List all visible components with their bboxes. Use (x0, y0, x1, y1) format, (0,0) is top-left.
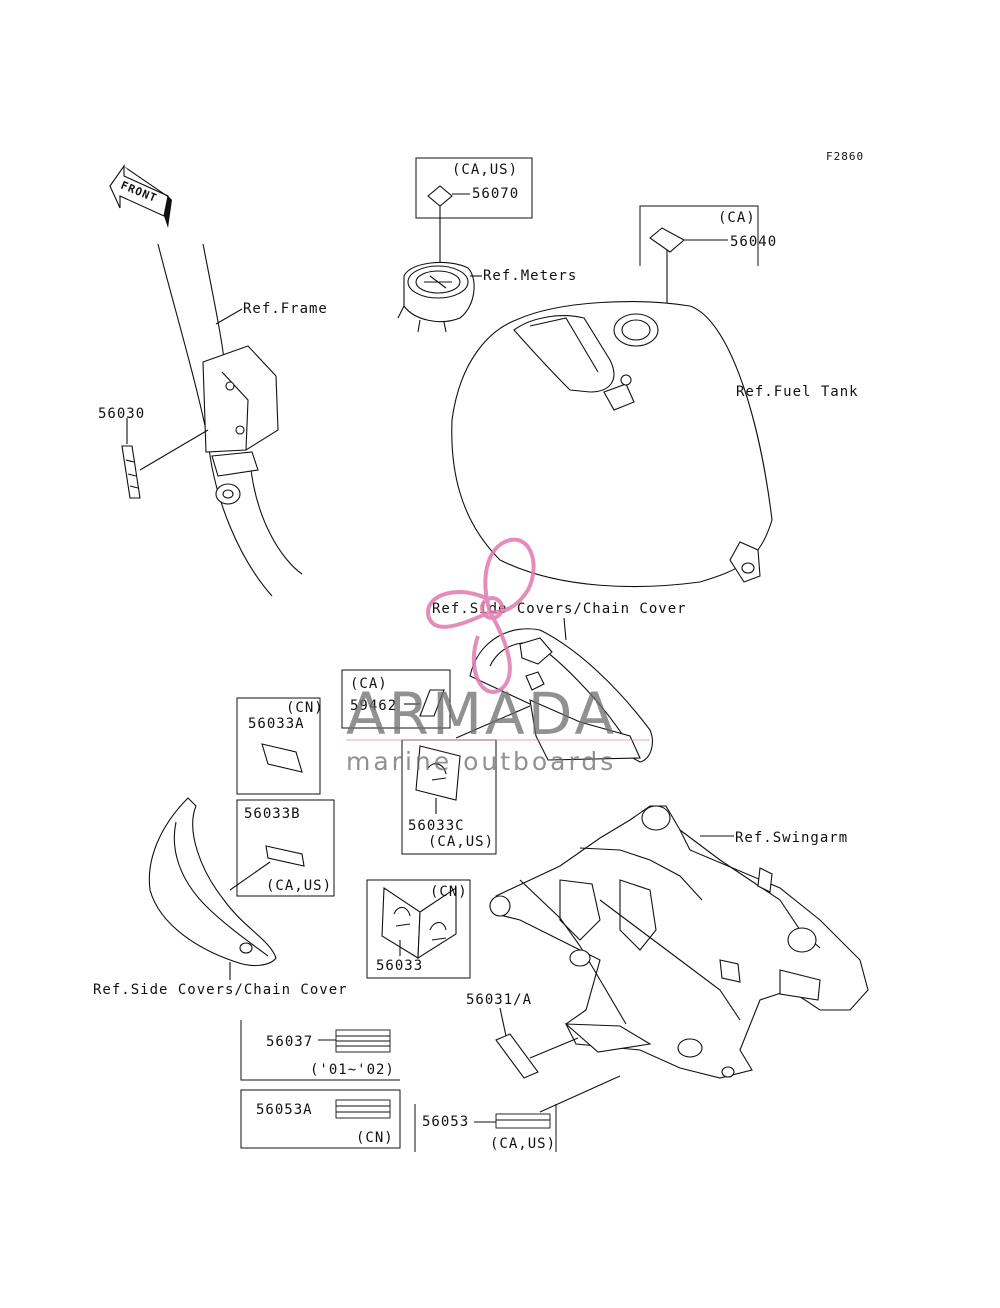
part-56033B-region: (CA,US) (266, 878, 332, 894)
part-56033C-region: (CA,US) (428, 834, 494, 850)
ref-side-covers-top-label: Ref.Side Covers/Chain Cover (432, 601, 687, 617)
part-56053A-number: 56053A (256, 1102, 313, 1118)
part-56033-region: (CN) (430, 884, 468, 900)
part-56070-region: (CA,US) (452, 162, 518, 178)
part-56070-number: 56070 (472, 186, 519, 202)
part-56040-number: 56040 (730, 234, 777, 250)
watermark-tagline: marine outboards (346, 747, 616, 776)
part-56040-region: (CA) (718, 210, 756, 226)
part-56037-number: 56037 (266, 1034, 313, 1050)
part-56070-callout (415, 157, 533, 270)
part-59462-region: (CA) (350, 676, 388, 692)
swingarm-illustration (489, 805, 869, 1079)
part-56053A-region: (CN) (356, 1130, 394, 1146)
ref-swingarm-label: Ref.Swingarm (735, 830, 848, 846)
fuel-tank-illustration (451, 301, 773, 588)
part-56030-number: 56030 (98, 406, 145, 422)
part-56031A-callout (495, 1007, 579, 1079)
part-56031A-number: 56031/A (466, 992, 532, 1008)
armada-watermark: ARMADA marine outboards (346, 537, 650, 776)
part-56033B-callout (229, 799, 335, 897)
part-56033B-number: 56033B (244, 806, 301, 822)
part-56040-callout (639, 205, 759, 368)
diagram-id: F2860 (826, 150, 864, 163)
part-56037-callout (240, 1020, 400, 1081)
part-56053-region: (CA,US) (490, 1136, 556, 1152)
part-56033C-number: 56033C (408, 818, 465, 834)
part-56033-number: 56033 (376, 958, 423, 974)
part-59462-number: 59462 (350, 698, 397, 714)
chain-cover-illustration (469, 628, 653, 763)
ref-fuel-tank-label: Ref.Fuel Tank (736, 384, 859, 400)
part-56033A-callout (236, 697, 321, 795)
front-arrow-icon: FRONT (109, 164, 172, 228)
part-56033-callout (366, 879, 471, 979)
part-59462-callout (341, 669, 451, 729)
part-56053-callout (414, 1075, 621, 1152)
propeller-logo-icon (426, 537, 536, 694)
part-56037-region: ('01~'02) (310, 1062, 395, 1078)
part-56033A-number: 56033A (248, 716, 305, 732)
part-56053-number: 56053 (422, 1114, 469, 1130)
part-56033A-region: (CN) (286, 700, 324, 716)
watermark-brand: ARMADA (346, 680, 617, 748)
ref-frame-label: Ref.Frame (243, 301, 328, 317)
meters-illustration (397, 261, 482, 333)
leader-line (563, 617, 567, 641)
ref-meters-label: Ref.Meters (483, 268, 577, 284)
side-cover-illustration (148, 797, 277, 980)
part-56053A-callout (240, 1089, 401, 1149)
ref-side-covers-bottom-label: Ref.Side Covers/Chain Cover (93, 982, 348, 998)
frame-illustration (121, 243, 303, 597)
